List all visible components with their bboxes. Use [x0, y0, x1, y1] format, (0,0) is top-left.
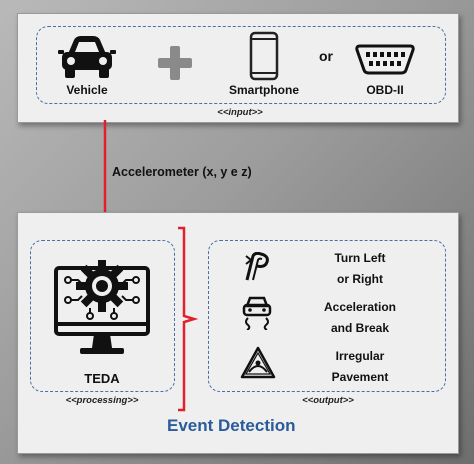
output-tag: <<output>>: [302, 395, 354, 406]
event-acceleration-label: Acceleration and Break: [305, 297, 415, 339]
turn-road-icon: [245, 252, 269, 281]
event-detection-title: Event Detection: [167, 416, 296, 435]
input-tag: <<input>>: [217, 107, 263, 118]
red-brace: [178, 226, 198, 412]
event-pavement-label: Irregular Pavement: [305, 346, 415, 388]
event-turn-label: Turn Left or Right: [305, 248, 415, 290]
event-acceleration-line1: Acceleration: [323, 300, 397, 314]
or-label: or: [319, 48, 333, 64]
vehicle-label: Vehicle: [66, 83, 108, 97]
plus-icon: [158, 46, 192, 80]
smartphone-icon: [249, 31, 279, 81]
smartphone-label: Smartphone: [228, 83, 299, 97]
teda-dashed-box: [30, 240, 175, 392]
event-pavement-line1: Irregular: [335, 349, 385, 363]
accelerometer-label: Accelerometer (x, y e z): [112, 165, 252, 179]
bump-warning-icon: [240, 346, 276, 379]
output-dashed-box: [208, 240, 446, 392]
processing-tag: <<processing>>: [65, 395, 139, 406]
teda-label: TEDA: [84, 371, 120, 386]
event-pavement-line2: Pavement: [331, 370, 389, 384]
obd-connector-icon: [355, 44, 415, 75]
car-slip-icon: [242, 296, 272, 330]
event-turn-line1: Turn Left: [334, 251, 386, 265]
car-icon: [58, 36, 116, 78]
input-dashed-box: [36, 26, 446, 104]
monitor-gear-icon: [54, 260, 150, 354]
event-acceleration-line2: and Break: [330, 321, 390, 335]
event-turn-line2: or Right: [337, 272, 383, 286]
obd-label: OBD-II: [366, 83, 404, 97]
